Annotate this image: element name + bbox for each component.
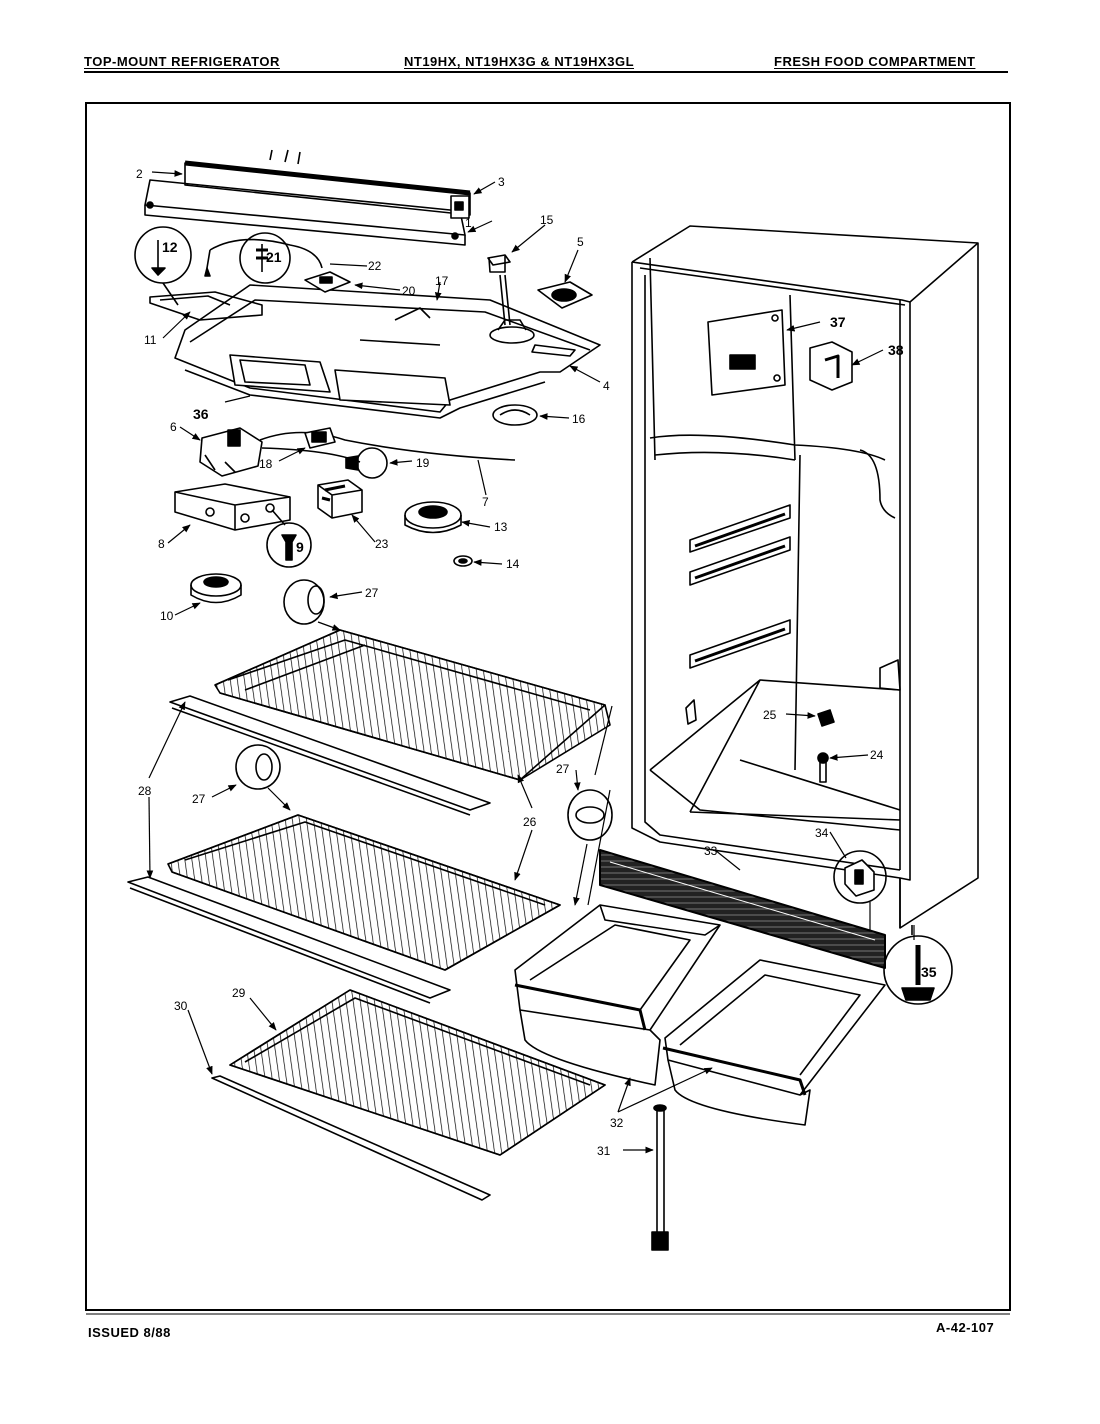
callout-13: 13 bbox=[494, 520, 508, 534]
callout-3: 3 bbox=[498, 175, 505, 189]
callout-30: 30 bbox=[174, 999, 188, 1013]
callout-24: 24 bbox=[870, 748, 884, 762]
callout-34: 34 bbox=[815, 826, 829, 840]
callout-18: 18 bbox=[259, 457, 273, 471]
footer-issued-date: ISSUED 8/88 bbox=[88, 1325, 171, 1340]
callout-8: 8 bbox=[158, 537, 165, 551]
callout-11: 11 bbox=[144, 333, 157, 347]
callout-17: 17 bbox=[435, 274, 449, 288]
callout-33: 33 bbox=[704, 844, 718, 858]
callout-32: 32 bbox=[610, 1116, 624, 1130]
callout-28: 28 bbox=[138, 784, 152, 798]
callout-27: 27 bbox=[365, 586, 379, 600]
callout-37: 37 bbox=[830, 314, 846, 330]
callout-26: 26 bbox=[523, 815, 537, 829]
callout-36: 36 bbox=[193, 406, 209, 422]
callout-5: 5 bbox=[577, 235, 584, 249]
header-section-name: FRESH FOOD COMPARTMENT bbox=[774, 54, 976, 69]
footer-page-code: A-42-107 bbox=[936, 1320, 995, 1335]
callout-29: 29 bbox=[232, 986, 246, 1000]
callout-2: 2 bbox=[136, 167, 143, 181]
callout-12: 12 bbox=[162, 239, 178, 255]
callout-22: 22 bbox=[368, 259, 382, 273]
callout-23: 23 bbox=[375, 537, 389, 551]
callout-27c: 27 bbox=[556, 762, 570, 776]
callout-6: 6 bbox=[170, 420, 177, 434]
callout-27b: 27 bbox=[192, 792, 206, 806]
header-model-type: TOP-MOUNT REFRIGERATOR bbox=[84, 54, 280, 69]
callout-35: 35 bbox=[921, 964, 937, 980]
callout-16: 16 bbox=[572, 412, 586, 426]
callout-21: 21 bbox=[266, 249, 282, 265]
callout-19: 19 bbox=[416, 456, 430, 470]
callout-7: 7 bbox=[482, 495, 489, 509]
callout-14: 14 bbox=[506, 557, 520, 571]
header-model-numbers: NT19HX, NT19HX3G & NT19HX3GL bbox=[404, 54, 635, 69]
callout-38: 38 bbox=[888, 342, 904, 358]
callout-10: 10 bbox=[160, 609, 174, 623]
callout-31: 31 bbox=[597, 1144, 611, 1158]
callout-4: 4 bbox=[603, 379, 610, 393]
callout-15: 15 bbox=[540, 213, 554, 227]
callout-25: 25 bbox=[763, 708, 777, 722]
callout-1: 1 bbox=[465, 216, 472, 230]
callout-labels: 1 2 3 4 5 6 7 8 9 10 11 12 13 14 15 16 1… bbox=[136, 167, 937, 1158]
callout-20: 20 bbox=[402, 284, 416, 298]
callout-9: 9 bbox=[296, 539, 304, 555]
